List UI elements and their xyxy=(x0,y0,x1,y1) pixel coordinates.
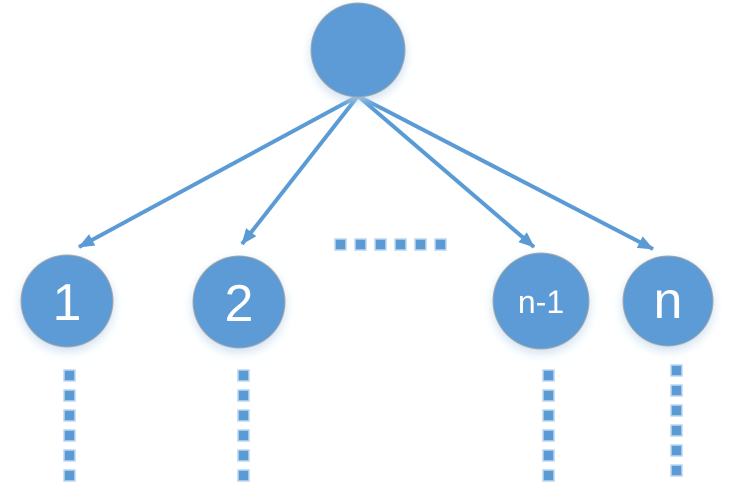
edges xyxy=(78,94,654,251)
dot xyxy=(63,449,76,462)
ellipsis-horizontal xyxy=(334,238,447,251)
child-node-1-label: 1 xyxy=(53,274,82,332)
dot xyxy=(542,469,555,482)
dot xyxy=(414,238,427,251)
dot xyxy=(354,238,367,251)
child-node-n-label: n xyxy=(654,272,683,330)
continuation-dots-child-1 xyxy=(63,369,76,482)
dot xyxy=(542,409,555,422)
dot xyxy=(670,384,683,397)
edge-root-to-child-n xyxy=(357,94,654,251)
edge-root-to-child-2 xyxy=(240,94,360,246)
child-node-2-circle xyxy=(192,255,286,349)
continuation-dots-child-2 xyxy=(237,369,250,482)
dot xyxy=(542,449,555,462)
dot xyxy=(237,469,250,482)
dot xyxy=(237,369,250,382)
child-node-n-circle xyxy=(622,255,714,347)
dot xyxy=(374,238,387,251)
dot xyxy=(237,409,250,422)
dot xyxy=(237,449,250,462)
dot xyxy=(542,389,555,402)
dot xyxy=(334,238,347,251)
dot xyxy=(63,429,76,442)
dot xyxy=(237,429,250,442)
dot xyxy=(63,389,76,402)
dot xyxy=(670,444,683,457)
root-node xyxy=(310,2,406,98)
dot xyxy=(63,409,76,422)
continuation-dots-child-n xyxy=(670,364,683,477)
dot xyxy=(670,364,683,377)
child-node-1: 1 xyxy=(20,254,114,348)
child-node-n: n xyxy=(622,255,714,347)
dot xyxy=(542,429,555,442)
dot xyxy=(394,238,407,251)
child-node-n-1-circle xyxy=(492,252,590,350)
dot xyxy=(63,369,76,382)
dot xyxy=(670,464,683,477)
child-node-n-1: n-1 xyxy=(492,252,590,350)
dot xyxy=(63,469,76,482)
child-node-2-label: 2 xyxy=(225,275,254,333)
continuation-dots-child-n-1 xyxy=(542,369,555,482)
dot xyxy=(542,369,555,382)
child-node-1-circle xyxy=(20,254,114,348)
edge-root-to-child-n-1 xyxy=(356,94,536,249)
edge-root-to-child-1 xyxy=(78,94,359,249)
child-node-n-1-label: n-1 xyxy=(518,284,564,320)
dot xyxy=(670,404,683,417)
dot xyxy=(670,424,683,437)
child-node-2: 2 xyxy=(192,255,286,349)
dot xyxy=(237,389,250,402)
dot xyxy=(434,238,447,251)
